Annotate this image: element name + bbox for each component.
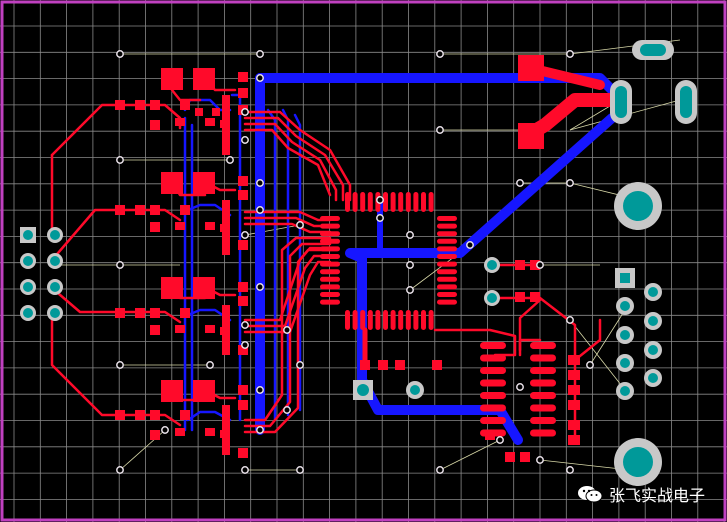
through-hole-pads bbox=[353, 40, 697, 486]
watermark: 张飞实战电子 bbox=[577, 482, 705, 506]
vias bbox=[116, 50, 594, 474]
misc-pads bbox=[360, 55, 544, 462]
wechat-icon bbox=[577, 486, 603, 503]
header-connector bbox=[20, 227, 63, 321]
mcu-qfp-pads bbox=[320, 192, 457, 330]
soic-pads bbox=[480, 342, 580, 445]
resistor-pads bbox=[222, 95, 230, 455]
channel-pads bbox=[115, 68, 248, 458]
watermark-text: 张飞实战电子 bbox=[608, 486, 705, 505]
